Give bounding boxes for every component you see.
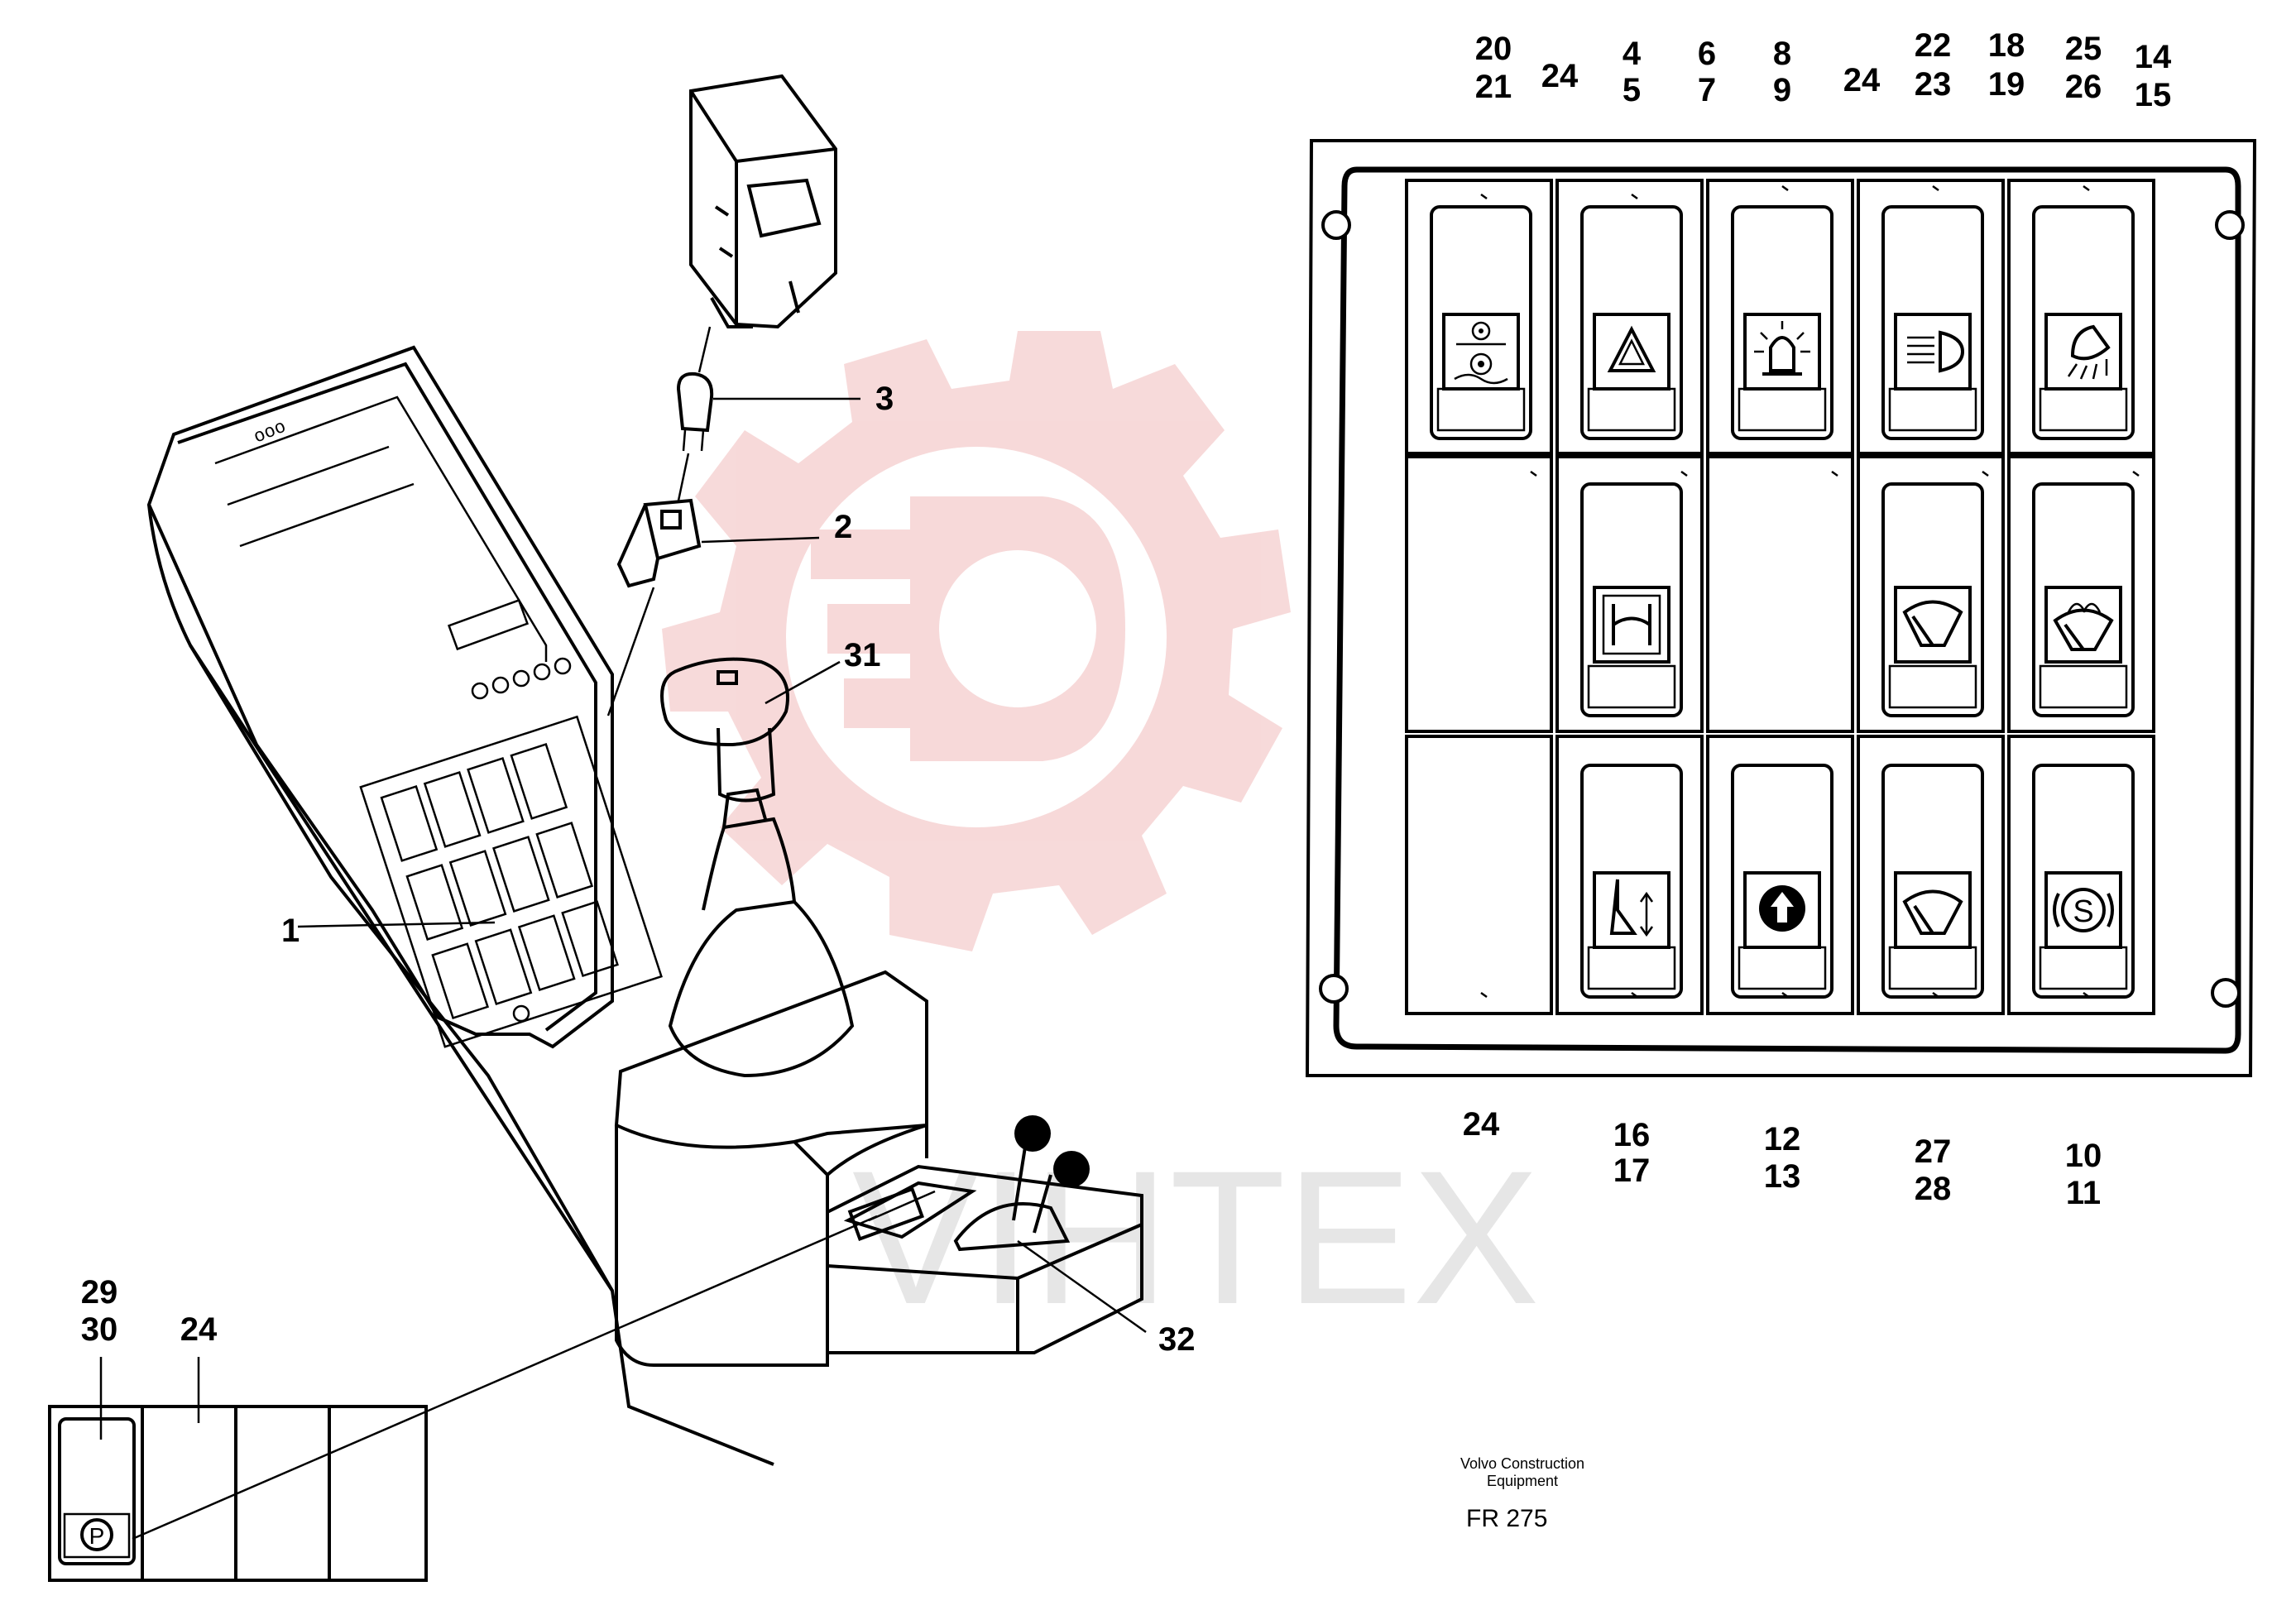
rear-wiper-icon [1902,600,1963,647]
rotating-beacon-reels-icon [1454,321,1508,385]
callout-31: 31 [844,637,881,673]
switch-rocker [1731,764,1833,999]
callout-20: 20 [1475,31,1512,67]
callout-25: 25 [2065,31,2102,67]
lever-box: 32 [826,1115,1196,1358]
callout-8: 8 [1773,36,1791,72]
callout-7: 7 [1698,72,1716,108]
callout-18: 18 [1988,27,2025,64]
washer-icon [2053,602,2114,651]
mount-hole [1319,974,1349,1004]
callout-11: 11 [2066,1175,2101,1211]
svg-text:S: S [2073,894,2093,929]
footer-code: FR 275 [1466,1505,1547,1532]
callout-12: 12 [1764,1121,1801,1157]
switch-rocker [2032,482,2135,717]
callout-10: 10 [2065,1138,2102,1174]
display-glyphs: ooo [251,416,289,448]
switch-panel: S [1305,139,2257,1077]
work-light-icon [2067,324,2111,380]
front-wiper-icon [1902,889,1963,935]
callout-19: 19 [1988,66,2025,103]
callout-30: 30 [81,1311,118,1348]
top-callouts: 20 21 24 4 5 6 7 8 9 24 22 23 18 19 25 2… [1475,27,2172,113]
switch-rocker [1881,482,1984,717]
footer-company-2: Equipment [1487,1473,1558,1489]
callout-2: 2 [834,509,852,545]
callout-16: 16 [1613,1117,1651,1153]
service-brake-s-icon: S [2053,888,2114,932]
callout-6: 6 [1698,36,1716,72]
operator-console: ooo 1 [146,345,774,1466]
mount-hole [2215,210,2245,240]
switch-rocker [1430,205,1532,440]
callout-21: 21 [1475,69,1512,105]
seat-adjust-icon [1609,879,1654,937]
switch-rocker [1580,764,1683,999]
callout-27: 27 [1915,1133,1952,1170]
callout-26: 26 [2065,69,2102,105]
callout-4: 4 [1623,36,1642,72]
callout-13: 13 [1764,1158,1801,1195]
mount-hole [2211,978,2241,1008]
watermark-gear [662,331,1291,951]
keypad [359,657,663,1048]
hazard-warning-icon [1607,325,1656,372]
callout-24: 24 [1843,62,1881,98]
float-arrow-icon [1759,885,1805,932]
differential-lock-icon [1602,594,1661,655]
callout-9: 9 [1773,72,1791,108]
footer-block: Volvo Construction Equipment FR 275 [1460,1455,1584,1532]
callout-17: 17 [1613,1153,1651,1189]
rocker-switch-exploded: 3 2 [606,74,894,716]
callout-15: 15 [2135,77,2172,113]
beacon-light-icon [1754,321,1810,376]
switch-rocker [1881,764,1984,999]
parking-brake-p-icon: P [80,1518,113,1551]
switch-rocker [1731,205,1833,440]
callout-24: 24 [1463,1106,1500,1143]
joystick-assembly: 31 [614,637,928,1367]
callout-14: 14 [2135,39,2172,75]
callout-32: 32 [1158,1321,1196,1358]
switch-rocker [2032,205,2135,440]
watermark-text: VIHTEX [852,1131,1540,1344]
callout-24: 24 [1541,58,1579,94]
switch-rocker [1881,205,1984,440]
headlight-icon [1907,330,1965,373]
switch-rocker [1580,482,1683,717]
mount-hole [1321,210,1351,240]
switch-rocker: S [2032,764,2135,999]
switch-rocker [1580,205,1683,440]
callout-5: 5 [1623,72,1641,108]
callout-24: 24 [180,1311,218,1348]
callout-3: 3 [875,381,894,417]
svg-text:P: P [89,1523,105,1549]
parking-brake-panel: P 29 30 24 [48,1215,878,1582]
callout-23: 23 [1915,66,1952,103]
bottom-callouts: 24 16 17 12 13 27 28 10 11 [1463,1106,2102,1211]
callout-28: 28 [1915,1171,1952,1207]
callout-22: 22 [1915,27,1952,64]
footer-company: Volvo Construction [1460,1455,1584,1472]
callout-1: 1 [281,913,300,949]
callout-29: 29 [81,1274,118,1311]
